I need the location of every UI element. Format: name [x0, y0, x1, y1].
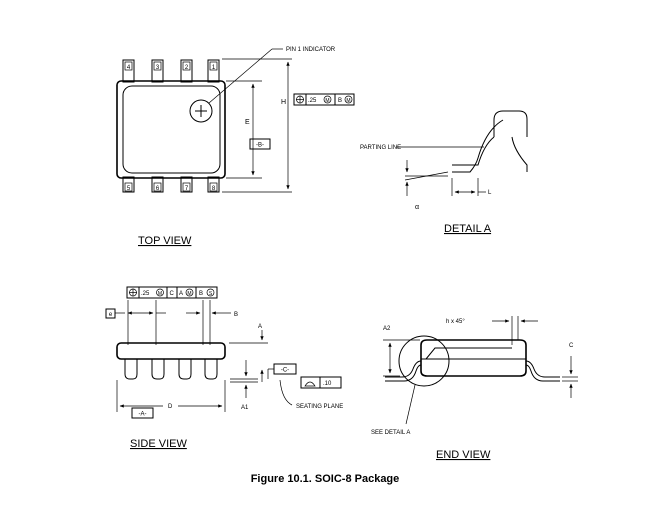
- tol-h-datum-mod: M: [346, 98, 350, 104]
- see-detail-leader: [405, 384, 416, 425]
- end-view-body: [420, 339, 527, 377]
- pin1-indicator-label: PIN 1 INDICATOR: [286, 47, 336, 53]
- lead-inner-right: [511, 136, 528, 172]
- tol-side-mod: M: [158, 291, 162, 297]
- datum-a-label: -A-: [139, 412, 147, 418]
- top-view-body-inner: [122, 85, 221, 174]
- dim-a-label: A: [258, 324, 262, 330]
- alpha-angle-label: α: [415, 204, 419, 211]
- pin-label-8: 8: [212, 186, 216, 192]
- end-view-lead-left-inner: [385, 364, 422, 382]
- tol-side-b: B: [199, 291, 203, 297]
- tol-h-datum: B: [338, 98, 342, 104]
- dim-e-label: E: [245, 119, 250, 126]
- side-view-title: SIDE VIEW: [130, 438, 187, 450]
- pin-label-6: 6: [156, 186, 160, 192]
- tol-side-a-mod: M: [187, 291, 191, 297]
- end-view-lead-right-inner: [525, 364, 560, 382]
- dim-l-label: L: [488, 190, 492, 196]
- top-view-body-outline: [116, 80, 226, 179]
- flatness-value: .10: [323, 381, 332, 387]
- detail-a: PARTING LINE α L DETAIL A: [360, 110, 528, 235]
- pin-label-7: 7: [185, 186, 189, 192]
- datum-a-box: [131, 407, 154, 419]
- seating-plane-label: SEATING PLANE: [296, 404, 343, 410]
- tolerance-frame-h: .25 M B M: [293, 93, 355, 106]
- dim-b-label: B: [234, 312, 238, 318]
- pin-label-5: 5: [127, 186, 131, 192]
- chamfer-label: h x 45°: [446, 319, 465, 325]
- lead-body-top: [493, 110, 528, 137]
- end-view-lead-right-outer: [525, 360, 560, 378]
- see-detail-label: SEE DETAIL A: [371, 430, 410, 436]
- pin-label-2: 2: [185, 65, 189, 71]
- pin-label-3: 3: [156, 65, 160, 71]
- tol-side-b-mod: S: [209, 291, 213, 297]
- end-view-title: END VIEW: [436, 449, 491, 461]
- top-pin-row-upper: 4 3 2 1: [122, 59, 220, 83]
- side-view-body: [116, 342, 226, 360]
- dim-d-label: D: [168, 404, 173, 410]
- tol-side-a: A: [179, 291, 183, 297]
- end-view-chamfer: [425, 347, 512, 360]
- datum-b-label: -B-: [256, 143, 264, 149]
- lead-outer: [452, 136, 495, 166]
- parting-line-label: PARTING LINE: [360, 145, 401, 151]
- dim-c-label: C: [569, 343, 574, 349]
- side-view-leads: [124, 359, 218, 380]
- end-view: SEE DETAIL A A2 h x 45° C END VIEW: [371, 316, 578, 461]
- top-pin-row-lower: 5 6 7 8: [122, 176, 220, 193]
- pin1-indicator-circle: [189, 99, 213, 123]
- side-view: .25 M C A M B S e B: [105, 286, 343, 450]
- datum-b-box: [249, 138, 271, 150]
- detail-a-circle: [398, 335, 450, 387]
- tolerance-frame-side: .25 M C A M B S: [126, 286, 218, 299]
- dim-e-small-label: e: [109, 312, 113, 318]
- tol-h-value: .25: [308, 98, 317, 104]
- top-view: 4 3 2 1 PIN 1 INDICATOR 5 6 7 8: [116, 47, 355, 247]
- pin-label-4: 4: [127, 65, 131, 71]
- detail-a-title: DETAIL A: [444, 223, 492, 235]
- dim-a1-label: A1: [241, 405, 249, 411]
- flatness-frame: [300, 376, 342, 389]
- dim-a2-label: A2: [383, 326, 391, 332]
- figure-caption: Figure 10.1. SOIC-8 Package: [251, 473, 400, 485]
- tol-h-mod: M: [325, 98, 329, 104]
- dim-h-label: H: [281, 99, 286, 106]
- tol-side-c: C: [170, 291, 175, 297]
- pin-label-1: 1: [212, 65, 216, 71]
- dim-e-small-box: [105, 308, 116, 319]
- top-view-title: TOP VIEW: [138, 235, 192, 247]
- lead-inner: [452, 119, 504, 173]
- tol-side-value: .25: [141, 291, 150, 297]
- datum-c-label: -C-: [281, 368, 289, 374]
